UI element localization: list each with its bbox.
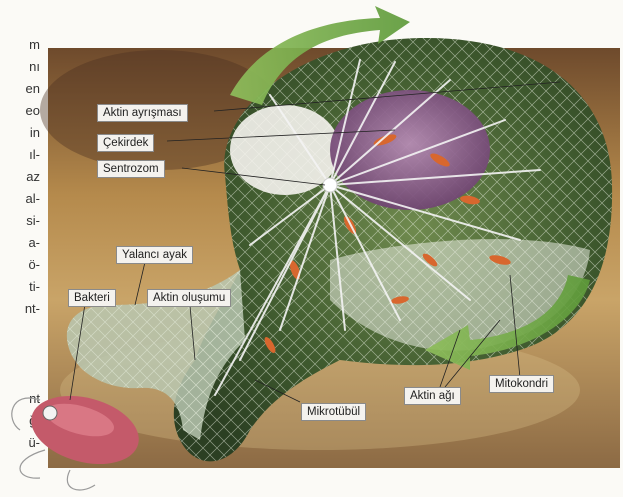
label-mitokondri: Mitokondri [489, 375, 554, 393]
centrosome [323, 178, 337, 192]
label-sentrozom: Sentrozom [97, 160, 165, 178]
label-bakteri: Bakteri [68, 289, 116, 307]
label-aktin-ayrismasi: Aktin ayrışması [97, 104, 188, 122]
label-mikrotubul: Mikrotübül [301, 403, 366, 421]
bacterium-nucleoid [43, 406, 57, 420]
label-yalanci-ayak: Yalancı ayak [116, 246, 193, 264]
label-aktin-olusumu: Aktin oluşumu [147, 289, 231, 307]
label-aktin-agi: Aktin ağı [404, 387, 461, 405]
label-cekirdek: Çekirdek [97, 134, 154, 152]
